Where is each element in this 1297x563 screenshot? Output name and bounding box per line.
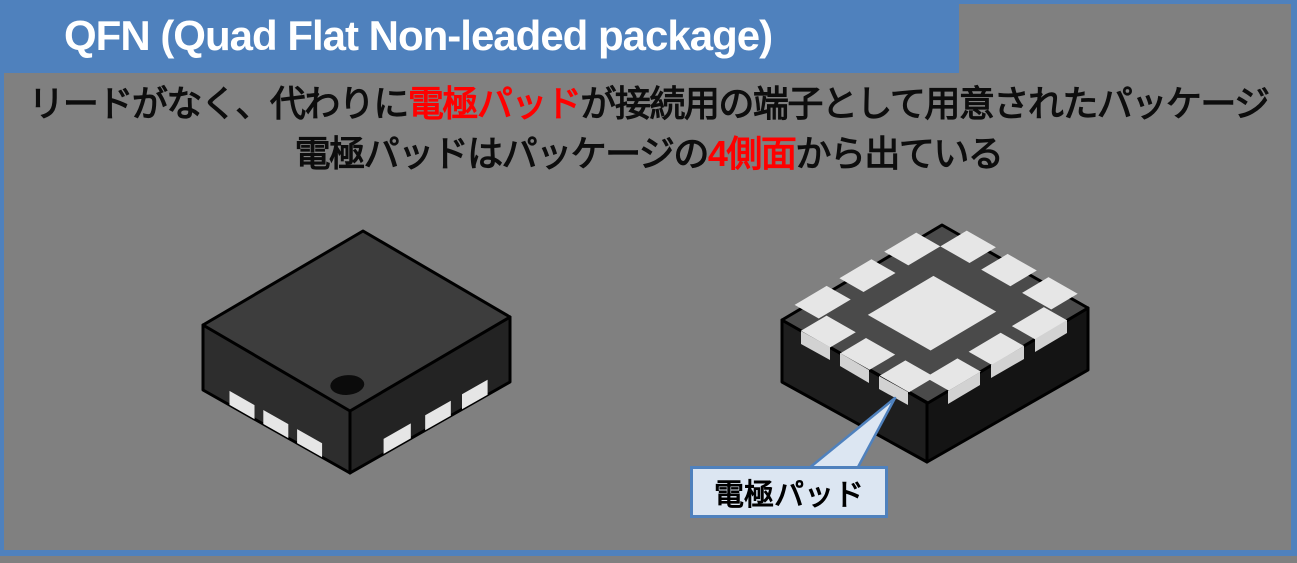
callout-label: 電極パッド [714, 479, 864, 512]
exposed-center-pad [867, 275, 997, 351]
electrode-pad [263, 410, 289, 439]
electrode-pad [297, 429, 323, 458]
electrode-pad [940, 230, 996, 263]
electrode-pad [968, 332, 1024, 365]
desc1-post: が接続用の端子として用意されたパッケージ [580, 83, 1270, 124]
description-line-1: リードがなく、代わりに電極パッドが接続用の端子として用意されたパッケージ [0, 79, 1297, 129]
electrode-pad-wrap [840, 353, 869, 383]
electrode-pad-wrap [991, 346, 1024, 378]
electrode-pad [462, 379, 488, 410]
electrode-pad [1011, 307, 1068, 340]
description-line-2: 電極パッドはパッケージの4側面から出ている [0, 129, 1297, 179]
electrode-pad-callout: 電極パッド [690, 466, 888, 518]
title-bar: QFN (Quad Flat Non-leaded package) [0, 0, 959, 73]
electrode-pad [879, 360, 935, 393]
electrode-pad [1022, 277, 1078, 310]
desc2-post: から出ている [795, 133, 1004, 174]
electrode-pad [925, 358, 981, 391]
desc1-highlight: 電極パッド [407, 83, 582, 124]
electrode-pad-wrap [879, 376, 908, 405]
electrode-pad-wrap [1035, 320, 1067, 352]
page-title: QFN (Quad Flat Non-leaded package) [64, 12, 773, 59]
electrode-pad-wrap [948, 372, 980, 404]
electrode-pad [383, 423, 411, 454]
desc2-pre: 電極パッドはパッケージの [294, 133, 710, 174]
electrode-pad-wrap [801, 331, 830, 360]
electrode-pad [794, 285, 851, 319]
electrode-pad [884, 232, 941, 266]
desc2-highlight: 4側面 [707, 133, 797, 174]
electrode-pad [840, 337, 896, 370]
desc1-pre: リードがなく、代わりに [28, 83, 409, 124]
qfn-top-view-figure [203, 231, 510, 473]
pin1-marker-dot [330, 375, 365, 395]
electrode-pad [839, 259, 896, 292]
electrode-pad [425, 400, 451, 431]
chip-top-face [203, 231, 510, 411]
electrode-pad [981, 253, 1037, 287]
description: リードがなく、代わりに電極パッドが接続用の端子として用意されたパッケージ 電極パ… [0, 79, 1297, 179]
electrode-pad [800, 315, 856, 348]
electrode-pad [229, 390, 255, 420]
qfn-bottom-view-figure [775, 217, 1095, 462]
